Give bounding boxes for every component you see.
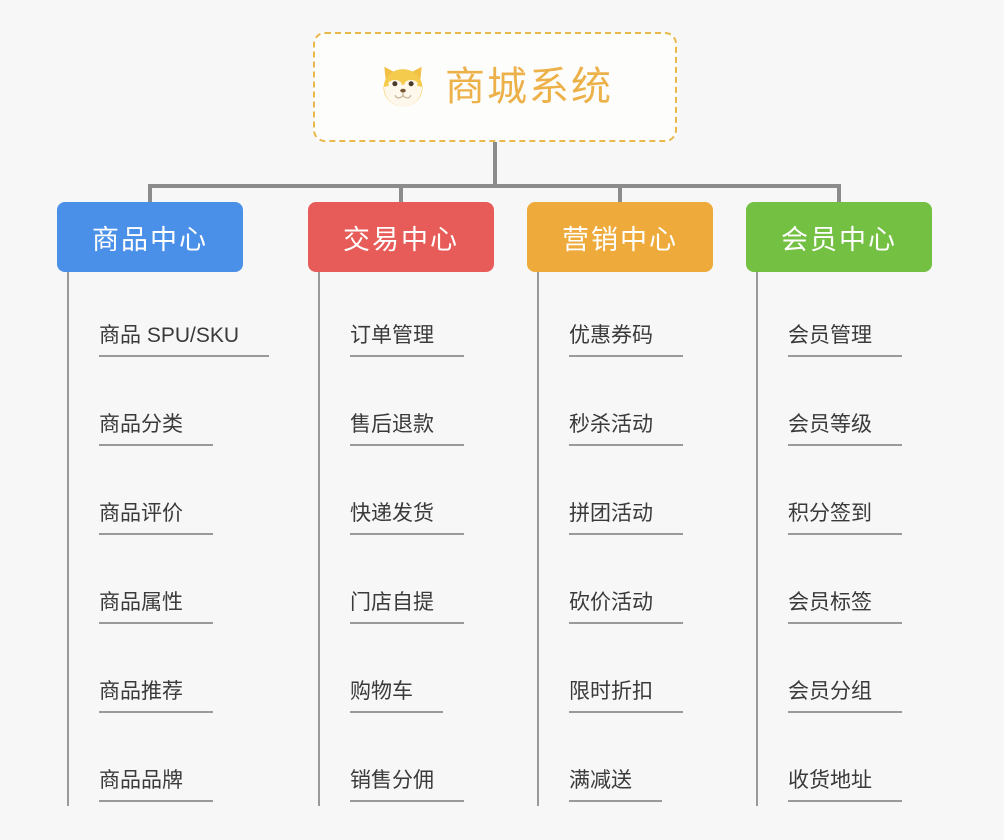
leaf-label: 收货地址 — [788, 769, 902, 802]
leaf-label: 商品品牌 — [99, 769, 213, 802]
branch-header-label: 营销中心 — [562, 224, 678, 255]
leaf-item[interactable]: 秒杀活动 — [539, 361, 713, 450]
leaf-label: 满减送 — [569, 769, 662, 802]
branch-header-product[interactable]: 商品中心 — [57, 202, 243, 272]
leaf-label: 商品属性 — [99, 591, 213, 624]
leaf-item[interactable]: 会员管理 — [758, 272, 932, 361]
connector-root-stem — [493, 142, 497, 186]
leaf-label: 商品 SPU/SKU — [99, 324, 270, 357]
leaf-item[interactable]: 商品分类 — [69, 361, 243, 450]
branch-header-member[interactable]: 会员中心 — [746, 202, 932, 272]
leaf-label: 会员管理 — [788, 324, 902, 357]
leaf-item[interactable]: 销售分佣 — [320, 717, 494, 806]
leaf-label: 会员等级 — [788, 413, 902, 446]
leaf-item[interactable]: 售后退款 — [320, 361, 494, 450]
leaf-item[interactable]: 收货地址 — [758, 717, 932, 806]
leaf-label: 会员标签 — [788, 591, 902, 624]
root-node[interactable]: 商城系统 — [313, 32, 677, 142]
leaf-item[interactable]: 会员分组 — [758, 628, 932, 717]
leaf-item[interactable]: 优惠券码 — [539, 272, 713, 361]
leaf-list-product: 商品 SPU/SKU 商品分类 商品评价 商品属性 商品推荐 商品品牌 — [67, 272, 270, 806]
root-title: 商城系统 — [445, 65, 613, 109]
branch-header-label: 交易中心 — [343, 224, 459, 255]
connector-drop-4 — [837, 184, 841, 204]
connector-drop-1 — [148, 184, 152, 204]
leaf-label: 砍价活动 — [569, 591, 683, 624]
leaf-list-trade: 订单管理 售后退款 快递发货 门店自提 购物车 销售分佣 — [318, 272, 494, 806]
leaf-list-marketing: 优惠券码 秒杀活动 拼团活动 砍价活动 限时折扣 满减送 — [537, 272, 713, 806]
leaf-item[interactable]: 商品推荐 — [69, 628, 243, 717]
branch-header-label: 商品中心 — [92, 224, 208, 255]
leaf-list-member: 会员管理 会员等级 积分签到 会员标签 会员分组 收货地址 — [756, 272, 932, 806]
leaf-item[interactable]: 拼团活动 — [539, 450, 713, 539]
leaf-item[interactable]: 商品 SPU/SKU — [69, 272, 270, 361]
leaf-label: 优惠券码 — [569, 324, 683, 357]
leaf-item[interactable]: 快递发货 — [320, 450, 494, 539]
leaf-label: 会员分组 — [788, 680, 902, 713]
branch-column-marketing: 营销中心 优惠券码 秒杀活动 拼团活动 砍价活动 限时折扣 满减送 — [527, 202, 713, 806]
branch-column-product: 商品中心 商品 SPU/SKU 商品分类 商品评价 商品属性 商品推荐 商品品牌 — [57, 202, 270, 806]
leaf-item[interactable]: 限时折扣 — [539, 628, 713, 717]
connector-horizontal-bus — [148, 184, 841, 188]
branch-column-trade: 交易中心 订单管理 售后退款 快递发货 门店自提 购物车 销售分佣 — [308, 202, 494, 806]
leaf-label: 售后退款 — [350, 413, 464, 446]
branch-header-trade[interactable]: 交易中心 — [308, 202, 494, 272]
leaf-item[interactable]: 订单管理 — [320, 272, 494, 361]
leaf-item[interactable]: 商品品牌 — [69, 717, 243, 806]
leaf-label: 秒杀活动 — [569, 413, 683, 446]
leaf-label: 积分签到 — [788, 502, 902, 535]
branch-header-marketing[interactable]: 营销中心 — [527, 202, 713, 272]
leaf-label: 销售分佣 — [350, 769, 464, 802]
connector-drop-3 — [618, 184, 622, 204]
leaf-item[interactable]: 商品属性 — [69, 539, 243, 628]
branch-header-label: 会员中心 — [781, 224, 897, 255]
leaf-item[interactable]: 会员标签 — [758, 539, 932, 628]
leaf-label: 限时折扣 — [569, 680, 683, 713]
leaf-item[interactable]: 积分签到 — [758, 450, 932, 539]
leaf-label: 商品推荐 — [99, 680, 213, 713]
leaf-item[interactable]: 门店自提 — [320, 539, 494, 628]
leaf-item[interactable]: 会员等级 — [758, 361, 932, 450]
leaf-item[interactable]: 砍价活动 — [539, 539, 713, 628]
leaf-label: 门店自提 — [350, 591, 464, 624]
leaf-label: 购物车 — [350, 680, 443, 713]
leaf-label: 快递发货 — [350, 502, 464, 535]
leaf-label: 商品分类 — [99, 413, 213, 446]
connector-drop-2 — [399, 184, 403, 204]
branch-column-member: 会员中心 会员管理 会员等级 积分签到 会员标签 会员分组 收货地址 — [746, 202, 932, 806]
leaf-label: 商品评价 — [99, 502, 213, 535]
leaf-item[interactable]: 商品评价 — [69, 450, 243, 539]
leaf-label: 订单管理 — [350, 324, 464, 357]
shiba-dog-face-icon — [377, 61, 429, 113]
leaf-item[interactable]: 购物车 — [320, 628, 494, 717]
leaf-label: 拼团活动 — [569, 502, 683, 535]
leaf-item[interactable]: 满减送 — [539, 717, 713, 806]
